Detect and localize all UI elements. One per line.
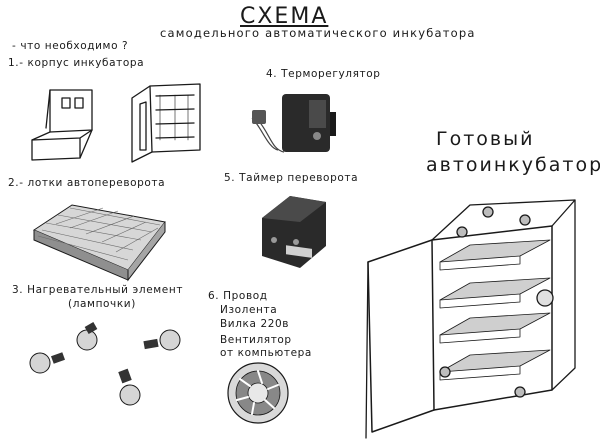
ready-title-line2: автоинкубатор xyxy=(426,154,600,176)
item-4-label: 4. Терморегулятор xyxy=(266,68,381,80)
finished-incubator-sketch xyxy=(365,199,576,439)
item-3-sublabel: (лампочки) xyxy=(68,298,136,310)
question-label: - что необходимо ? xyxy=(12,40,129,52)
item-6-line2: Изолента xyxy=(220,304,278,316)
thermostat-icon xyxy=(251,94,336,153)
ready-title-line1: Готовый xyxy=(436,128,535,150)
item-5-label: 5. Таймер переворота xyxy=(224,172,359,184)
page-subtitle: самодельного автоматического инкубатора xyxy=(160,26,476,40)
egg-tray-icon xyxy=(32,204,166,282)
incubator-box-sketch xyxy=(31,89,93,161)
item-3-label: 3. Нагревательный элемент xyxy=(12,284,184,296)
timer-icon xyxy=(262,196,326,268)
fan-icon xyxy=(227,362,289,424)
item-1-label: 1.- корпус инкубатора xyxy=(8,57,145,69)
item-6-line4: Вентилятор xyxy=(220,334,292,346)
item-6-line5: от компьютера xyxy=(220,347,312,359)
item-2-label: 2.- лотки автопереворота xyxy=(8,177,166,189)
lamp-icon xyxy=(29,322,181,406)
incubator-cabinet-sketch xyxy=(131,83,201,163)
item-6-line3: Вилка 220в xyxy=(220,318,290,330)
item-6-label: 6. Провод xyxy=(208,290,268,302)
page-title: СХЕМА xyxy=(240,4,329,29)
